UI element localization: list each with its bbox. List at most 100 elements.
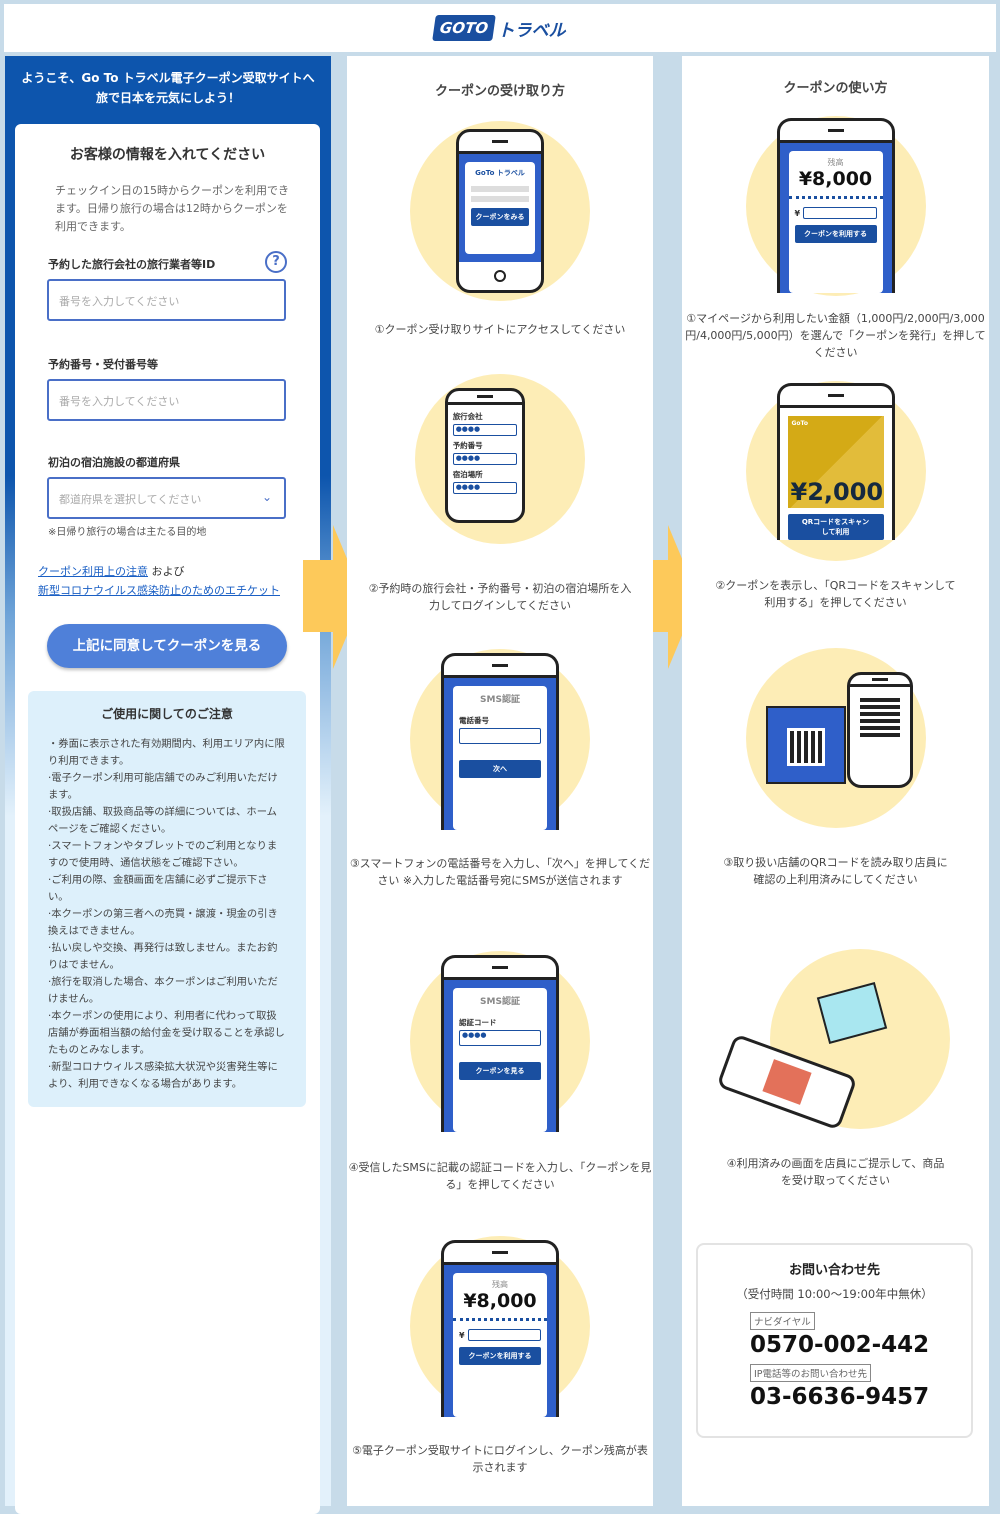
terms-links: クーポン利用上の注意 および 新型コロナウイルス感染防止のためのエチケット [38, 562, 280, 600]
phone-speaker [459, 132, 541, 154]
form-title: お客様の情報を入れてください [69, 147, 266, 163]
login-form: お客様の情報を入れてください チェックイン日の15時からクーポンを利用できます。… [15, 124, 320, 1514]
step-caption: ③取り扱い店舗のQRコードを読み取り店員に確認の上利用済みにしてください [723, 856, 948, 886]
phone-screen-content: 残高 ¥8,000 ¥ クーポンを利用する [788, 151, 883, 293]
phone-illustration: SMS認証 認証コード ●●●● クーポンを見る [441, 955, 559, 1132]
screen-amount-select [803, 207, 877, 219]
agree-view-coupon-button[interactable]: 上記に同意してクーポンを見る [47, 624, 287, 668]
usage-steps-column: クーポンの使い方 残高 ¥8,000 ¥ クーポンを利用する ①マイページから利… [682, 56, 989, 1506]
phone-screen-content: SMS認証 電話番号 次へ [453, 686, 547, 830]
caution-item: ・券面に表示された有効期間内、利用エリア内に限り利用できます。 [48, 738, 285, 767]
screen-balance-label: 残高 [492, 1280, 508, 1289]
screen-title: SMS認証 [480, 695, 520, 705]
screen-button: クーポンを利用する [794, 225, 877, 243]
screen-yen: ¥ [794, 208, 801, 218]
screen-yen: ¥ [459, 1330, 465, 1340]
phone-screen: GoTo トラベル クーポンをみる [459, 154, 541, 262]
step-caption: ②予約時の旅行会社・予約番号・初泊の宿泊場所を入力してログインしてください [368, 582, 632, 612]
qr-code-icon [860, 697, 900, 737]
help-icon[interactable]: ? [265, 251, 287, 273]
screen-title: SMS認証 [480, 997, 520, 1007]
step-caption: ①クーポン受け取りサイトにアクセスしてください [374, 323, 626, 336]
caution-item: ·ご利用の際、金額画面を店舗に必ずご提示下さい。 [48, 874, 268, 903]
caution-item: ·本クーポンの第三者への売買・譲渡・現金の引き換えはできません。 [48, 908, 278, 937]
screen-field-label: 旅行会社 [452, 412, 483, 421]
phone-screen: 残高 ¥8,000 ¥ クーポンを利用する [444, 1265, 556, 1417]
step-caption: ①マイページから利用したい金額（1,000円/2,000円/3,000円/4,0… [685, 312, 986, 359]
login-panel: ようこそ、Go To トラベル電子クーポン受取サイトへ 旅で日本を元気にしよう！… [5, 56, 331, 1514]
phone-screen-content: 残高 ¥8,000 ¥ クーポンを利用する [453, 1273, 547, 1417]
coupon-amount: ¥2,000 [790, 478, 884, 506]
screen-field [459, 728, 541, 744]
usage-caution-box: ご使用に関してのご注意 ・券面に表示された有効期間内、利用エリア内に限り利用でき… [28, 691, 306, 1107]
screen-field: ●●●● [459, 1030, 541, 1046]
contact-hours: （受付時間 10:00〜19:00年中無休） [736, 1287, 933, 1301]
step-caption: ⑤電子クーポン受取サイトにログインし、クーポン残高が表示されます [352, 1444, 648, 1474]
phone-illustration: 残高 ¥8,000 ¥ クーポンを利用する [441, 1240, 559, 1417]
screen-balance: ¥8,000 [463, 1290, 537, 1312]
caution-item: ·スマートフォンやタブレットでのご利用となりますので使用時、通信状態をご確認下さ… [48, 840, 278, 869]
phone-illustration: GoTo ¥2,000 QRコードをスキャンして利用 [776, 383, 895, 540]
screen-amount-select [467, 1329, 541, 1341]
screen-button: クーポンを見る [459, 1062, 541, 1080]
step-caption: ④利用済みの画面を店員にご提示して、商品を受け取ってください [726, 1157, 945, 1187]
phone-speaker [444, 656, 556, 678]
phone-illustration: 旅行会社●●●● 予約番号●●●● 宿泊場所●●●● [444, 388, 525, 523]
caution-item: ·新型コロナウィルス感染拡大状況や災害発生等により、利用できなくなる場合がありま… [48, 1061, 278, 1090]
goto-travel-logo[interactable]: GOTO トラベル [432, 15, 566, 41]
ip-phone-number[interactable]: 03-6636-9457 [750, 1384, 930, 1410]
covid-etiquette-link[interactable]: 新型コロナウイルス感染防止のためのエチケット [38, 584, 280, 597]
site-header: GOTO トラベル [4, 4, 996, 52]
receive-steps-column: クーポンの受け取り方 GoTo トラベル クーポンをみる ①クーポン受け取りサイ… [347, 56, 653, 1506]
agency-id-input[interactable]: 番号を入力してください [47, 279, 286, 321]
navi-dial-phone[interactable]: 0570-002-442 [750, 1332, 930, 1358]
step-caption: ③スマートフォンの電話番号を入力し、「次へ」を押してください ※入力した電話番号… [349, 857, 651, 887]
contact-box: お問い合わせ先 （受付時間 10:00〜19:00年中無休） ナビダイヤル 05… [696, 1243, 973, 1438]
agency-id-label: 予約した旅行会社の旅行業者等ID [48, 258, 216, 271]
screen-field-label: 認証コード [459, 1018, 497, 1027]
screen-balance-label: 残高 [827, 158, 844, 167]
logo-travel: トラベル [497, 20, 566, 41]
phone-illustration: GoTo トラベル クーポンをみる [456, 129, 544, 293]
reservation-number-label: 予約番号・受付番号等 [48, 358, 158, 371]
prefecture-label: 初泊の宿泊施設の都道府県 [48, 456, 180, 469]
chevron-down-icon: ⌄ [261, 490, 272, 504]
screen-logo: GoTo トラベル [475, 169, 525, 177]
phone-screen-content: SMS認証 認証コード ●●●● クーポンを見る [453, 988, 547, 1132]
home-button-icon [494, 270, 506, 282]
prefecture-select[interactable]: 都道府県を選択してください ⌄ [47, 477, 286, 519]
screen-button: クーポンを利用する [459, 1347, 541, 1365]
caution-item: ·電子クーポン利用可能店舗でのみご利用いただけます。 [48, 772, 278, 801]
reservation-number-input[interactable]: 番号を入力してください [47, 379, 286, 421]
phone-screen: 残高 ¥8,000 ¥ クーポンを利用する [779, 143, 892, 293]
caution-item: ·取扱店舗、取扱商品等の詳細については、ホームページをご確認ください。 [48, 806, 277, 835]
screen-balance: ¥8,000 [798, 168, 873, 190]
step-caption: ④受信したSMSに記載の認証コードを入力し、「クーポンを見る」を押してください [348, 1161, 652, 1191]
phone-screen: 旅行会社●●●● 予約番号●●●● 宿泊場所●●●● [448, 405, 522, 496]
welcome-banner: ようこそ、Go To トラベル電子クーポン受取サイトへ 旅で日本を元気にしよう！ [5, 56, 331, 108]
screen-button: QRコードをスキャンして利用 [787, 514, 884, 540]
screen-field-label: 予約番号 [452, 441, 483, 450]
step-caption: ②クーポンを表示し、「QRコードをスキャンして利用する」を押してください [715, 579, 956, 609]
coupon-notes-link[interactable]: クーポン利用上の注意 [38, 565, 148, 578]
phone-speaker [850, 675, 910, 687]
phone-screen-content: GoTo トラベル クーポンをみる [465, 162, 535, 254]
phone-speaker [779, 121, 892, 143]
coupon-logo: GoTo [791, 420, 808, 427]
screen-field: ●●●● [452, 482, 517, 494]
phone-screen [850, 687, 910, 765]
welcome-line1: ようこそ、Go To トラベル電子クーポン受取サイトへ [21, 71, 315, 85]
coupon-card: GoTo ¥2,000 [787, 416, 884, 508]
phone-speaker [779, 386, 892, 408]
navi-dial-label: ナビダイヤル [750, 1312, 815, 1330]
receive-title: クーポンの受け取り方 [434, 84, 565, 99]
logo-go: GOTO [432, 15, 497, 41]
form-intro: チェックイン日の15時からクーポンを利用できます。日帰り旅行の場合は12時からク… [55, 184, 289, 233]
screen-button: クーポンをみる [471, 208, 529, 226]
screen-field-label: 宿泊場所 [452, 470, 483, 479]
caution-item: ·本クーポンの使用により、利用者に代わって取扱店舗が券面相当額の給付金を受け取る… [48, 1010, 285, 1056]
prefecture-placeholder: 都道府県を選択してください [59, 493, 202, 506]
phone-screen: GoTo ¥2,000 QRコードをスキャンして利用 [780, 408, 892, 540]
phone-speaker [444, 958, 556, 980]
screen-button: 次へ [459, 760, 541, 778]
